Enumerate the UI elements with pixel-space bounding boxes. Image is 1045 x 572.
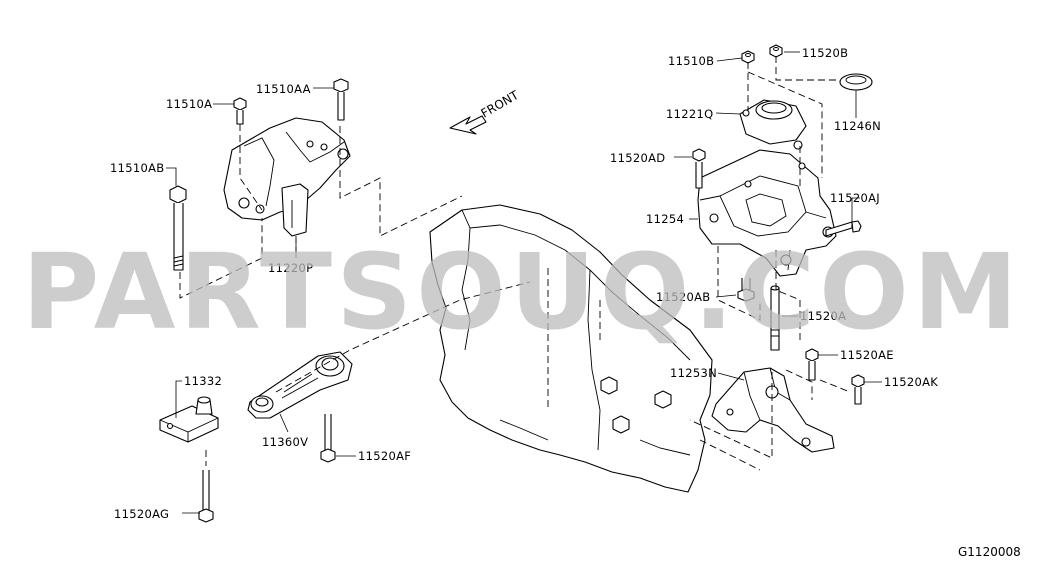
label-11246N: 11246N [834, 119, 881, 133]
diagram-code: G1120008 [958, 545, 1021, 559]
label-11360V: 11360V [262, 435, 308, 449]
label-11520A: 11520A [800, 309, 846, 323]
label-11520AD: 11520AD [610, 151, 665, 165]
bracket-11332 [159, 396, 219, 443]
bolt-11510AB [169, 185, 187, 271]
cap-11246N [839, 73, 873, 91]
bolt-11510A [233, 97, 247, 125]
bolt-11520AJ [825, 220, 862, 237]
mount-bracket-11254 [697, 149, 837, 277]
label-11510AB: 11510AB [110, 161, 164, 175]
insulator-11221Q [739, 99, 807, 150]
label-11221Q: 11221Q [666, 107, 713, 121]
front-arrow: FRONT [449, 88, 522, 135]
bolt-11510AA [333, 78, 349, 121]
label-11520AK: 11520AK [884, 375, 938, 389]
front-label: FRONT [479, 88, 522, 121]
label-11253N: 11253N [670, 366, 717, 380]
bolt-11520AK [851, 374, 865, 405]
nut-11510B [741, 50, 755, 64]
bolt-11520AG [198, 470, 214, 523]
label-11520AJ: 11520AJ [830, 191, 880, 205]
bolt-11520AE [805, 348, 819, 381]
label-11510A: 11510A [166, 97, 212, 111]
mount-bracket-11253N [711, 367, 835, 453]
bolt-11520AF [320, 414, 336, 463]
label-11220P: 11220P [268, 261, 313, 275]
torque-rod-11360V [247, 351, 353, 419]
watermark: PARTSOUQ.COM [22, 231, 1022, 353]
engine-mount-11220P [179, 117, 463, 299]
label-11332: 11332 [184, 374, 222, 388]
stud-11520A [770, 285, 780, 351]
label-11254: 11254 [646, 212, 684, 226]
label-11520AG: 11520AG [114, 507, 169, 521]
bolt-11520AD [692, 148, 706, 189]
label-11510AA: 11510AA [256, 82, 311, 96]
label-11510B: 11510B [668, 54, 714, 68]
nut-11520B [769, 44, 783, 58]
label-11520AE: 11520AE [840, 348, 894, 362]
label-11520AB: 11520AB [656, 290, 710, 304]
leader-lines [166, 51, 882, 514]
bolt-11520AB [737, 278, 755, 302]
engine-block [429, 204, 713, 493]
label-11520B: 11520B [802, 46, 848, 60]
part-labels: 11510A 11510AA 11510AB 11220P 11332 1136… [110, 46, 938, 521]
label-11520AF: 11520AF [358, 449, 411, 463]
